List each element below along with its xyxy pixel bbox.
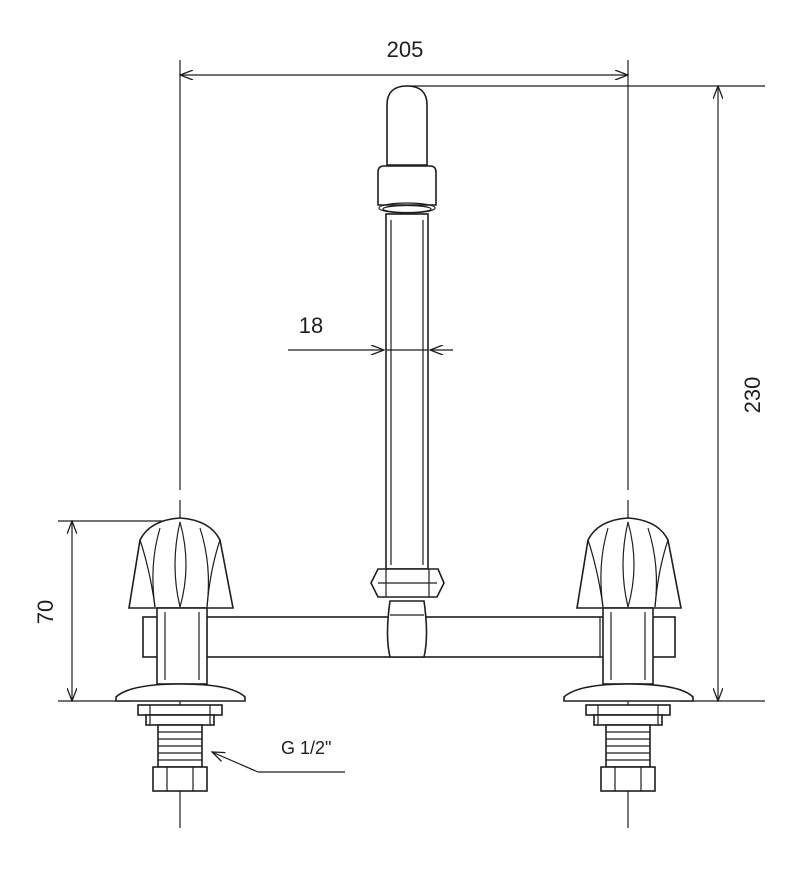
thread-callout: G 1/2" [212,738,345,773]
connecting-bar [142,600,676,658]
dimension-overall-height: 230 [718,86,765,701]
left-valve [115,517,246,792]
spout-diameter-label: 18 [299,313,323,338]
right-valve [563,517,694,792]
overall-height-label: 230 [740,377,765,414]
dimension-valve-height: 70 [33,521,72,701]
spout [370,85,445,598]
dimension-overall-width: 205 [180,37,628,75]
valve-height-label: 70 [33,600,58,624]
thread-label: G 1/2" [281,738,331,758]
overall-width-label: 205 [387,37,424,62]
dimension-spout-diameter: 18 [288,313,453,350]
